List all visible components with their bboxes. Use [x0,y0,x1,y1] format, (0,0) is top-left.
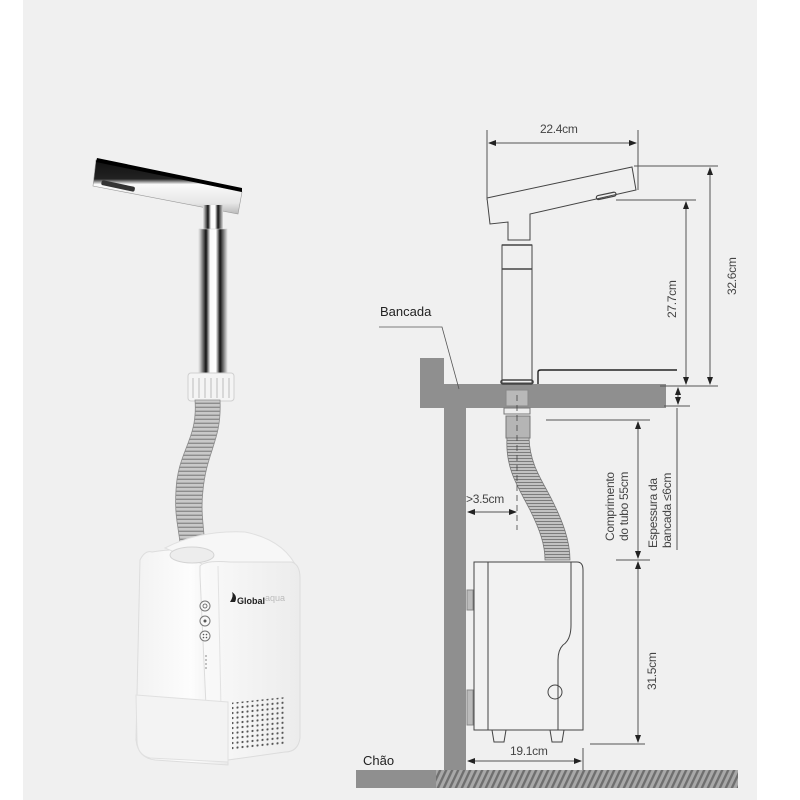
svg-text:bancada ≤6cm: bancada ≤6cm [660,473,674,548]
dim-heater-depth [467,748,584,770]
brand-logo: Global aqua [230,592,285,606]
svg-text:aqua: aqua [265,593,285,603]
water-drop-icon [230,592,236,602]
countertop-structure [420,358,666,770]
svg-text:Bancada: Bancada [380,304,432,319]
faucet-column [187,205,235,402]
svg-text:Global: Global [237,596,265,606]
dim-label-spout-height: 27.7cm [665,280,679,318]
faucet-spout [92,158,243,215]
svg-text:do tubo 55cm: do tubo 55cm [617,472,631,541]
dim-heater-height [590,561,645,745]
dim-hose-length [546,419,650,561]
installation-diagram: 22.4cm 32.6cm 27.7cm Espessura da bancad… [356,122,739,788]
dim-label-heater-height: 31.5cm [645,652,659,690]
dim-spout-height [616,199,696,385]
control-panel [199,600,211,669]
countertop-label: Bancada [379,304,460,390]
diagram-hose [506,437,571,561]
dim-label-faucet-height: 32.6cm [725,257,739,295]
dim-label-wall-clearance: >3.5cm [466,492,504,506]
power-button-icon[interactable] [199,600,211,612]
svg-text:Comprimento: Comprimento [603,472,617,541]
heater-outline [466,561,584,743]
dim-label-heater-depth: 19.1cm [510,744,548,758]
dim-faucet-width [486,130,639,200]
indicator-leds [205,655,207,669]
water-heater-unit: Global aqua [135,531,301,766]
floor [356,770,738,788]
svg-text:Espessura da: Espessura da [646,478,660,548]
dim-counter-thickness [664,387,690,550]
temperature-button-icon[interactable] [199,630,211,642]
flexible-hose [175,399,221,556]
dim-faucet-height [634,165,718,387]
dim-label-faucet-width: 22.4cm [540,122,578,136]
floor-label: Chão [363,753,394,768]
product-render: Global aqua [92,158,301,766]
